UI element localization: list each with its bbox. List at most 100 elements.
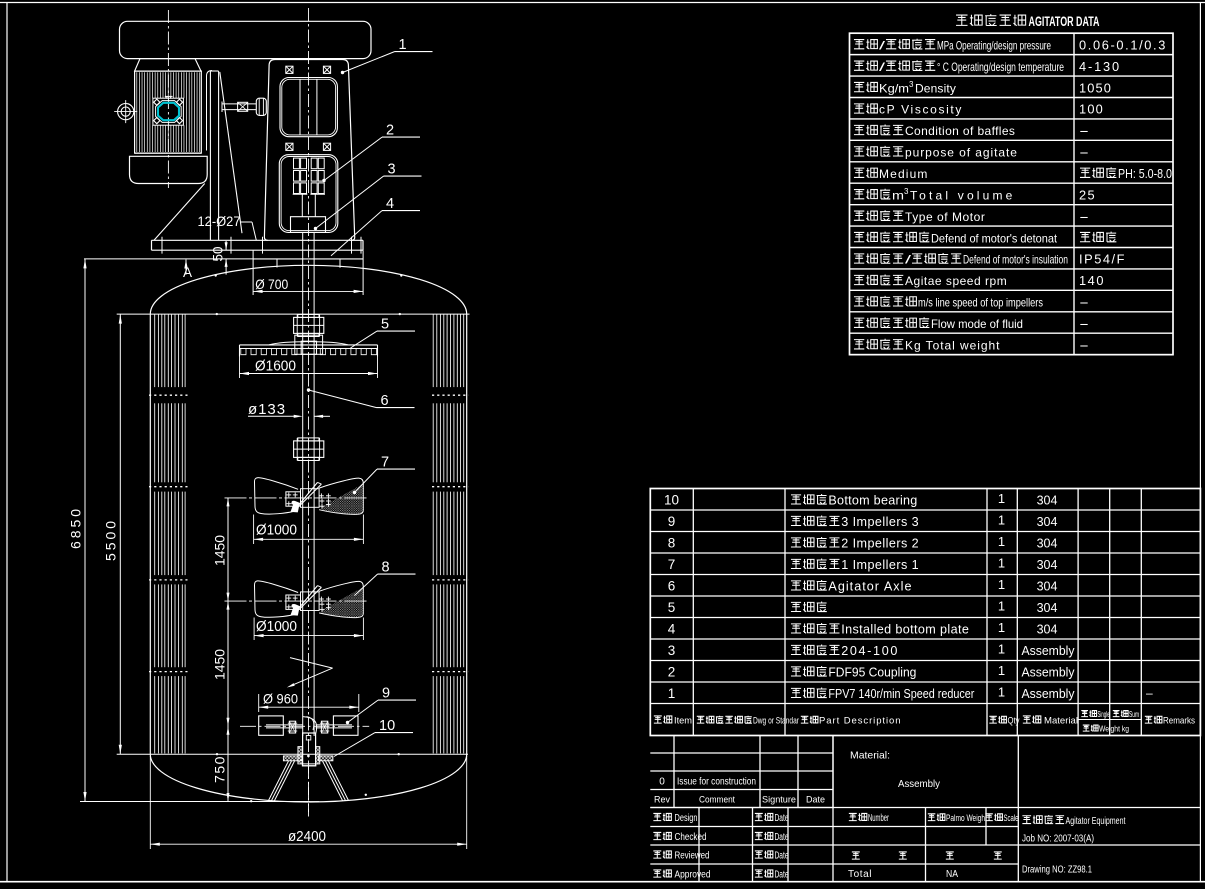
svg-text:Design: Design <box>675 813 698 824</box>
svg-text:3 Impellers 3: 3 Impellers 3 <box>841 515 919 529</box>
svg-text:Sum: Sum <box>1129 710 1139 719</box>
svg-text:1: 1 <box>998 663 1005 678</box>
svg-text:10: 10 <box>379 718 395 734</box>
svg-text:Single: Single <box>1098 710 1110 719</box>
svg-text:1 Impellers 1: 1 Impellers 1 <box>841 558 919 572</box>
svg-text:° C Operating/design temperat: ° C Operating/design temperature <box>937 60 1064 74</box>
svg-text:5500: 5500 <box>103 518 119 561</box>
svg-text:Palmo Weigh: Palmo Weigh <box>946 813 985 824</box>
svg-text:PH: 5.0-8.0: PH: 5.0-8.0 <box>1118 166 1172 181</box>
svg-text:Ø 700: Ø 700 <box>255 276 288 292</box>
svg-text:NA: NA <box>946 869 958 880</box>
svg-text:Assembly: Assembly <box>1022 666 1076 680</box>
svg-text:5: 5 <box>381 317 389 333</box>
svg-text:1: 1 <box>668 686 676 701</box>
svg-text:6: 6 <box>668 579 676 594</box>
svg-text:Type of Motor: Type of Motor <box>905 210 985 224</box>
svg-text:Number: Number <box>868 813 889 824</box>
svg-text:Item: Item <box>674 716 692 727</box>
svg-text:FPV7 140r/min Speed reducer: FPV7 140r/min Speed reducer <box>828 687 974 701</box>
svg-text:7: 7 <box>668 557 676 572</box>
svg-text:6: 6 <box>381 393 389 409</box>
svg-text:-: - <box>1079 295 1089 310</box>
svg-text:304: 304 <box>1037 537 1058 551</box>
svg-text:Agitae speed rpm: Agitae speed rpm <box>905 274 1007 288</box>
svg-text:1: 1 <box>399 37 407 53</box>
svg-text:Date: Date <box>775 832 789 843</box>
svg-text:Rev: Rev <box>654 795 670 806</box>
svg-text:1: 1 <box>998 513 1005 528</box>
svg-text:1: 1 <box>998 599 1005 614</box>
svg-text:750: 750 <box>212 755 228 783</box>
svg-text:304: 304 <box>1037 494 1058 508</box>
svg-text:8: 8 <box>668 536 676 551</box>
svg-text:1450: 1450 <box>212 535 228 566</box>
svg-text:9: 9 <box>382 686 390 702</box>
svg-text:Ø1000: Ø1000 <box>256 619 297 635</box>
svg-text:Signture: Signture <box>762 795 796 806</box>
svg-text:7: 7 <box>381 455 389 471</box>
svg-text:140: 140 <box>1079 273 1105 288</box>
svg-text:A: A <box>183 265 192 280</box>
svg-text:IP54/F: IP54/F <box>1079 252 1126 267</box>
svg-text:Medium: Medium <box>879 167 929 181</box>
svg-text:4: 4 <box>668 622 676 637</box>
svg-text:-: - <box>1079 123 1089 138</box>
svg-text:6850: 6850 <box>68 506 84 549</box>
svg-text:9: 9 <box>668 514 676 529</box>
svg-text:-: - <box>1079 316 1089 331</box>
svg-text:Kg Total weight: Kg Total weight <box>905 338 1000 352</box>
svg-text:1: 1 <box>998 685 1005 700</box>
svg-text:Agitator Equipment: Agitator Equipment <box>1066 815 1126 827</box>
svg-text:Flow mode of fluid: Flow mode of fluid <box>931 317 1023 331</box>
svg-text:304: 304 <box>1037 558 1058 572</box>
svg-text:purpose of agitate: purpose of agitate <box>905 146 1018 160</box>
svg-text:Ø1000: Ø1000 <box>256 523 297 539</box>
svg-text:Defend of motor's detonat: Defend of motor's detonat <box>931 231 1058 245</box>
svg-text:1: 1 <box>998 556 1005 571</box>
svg-text:Scale: Scale <box>1004 813 1019 824</box>
svg-text:/: / <box>879 38 886 52</box>
svg-text:1: 1 <box>998 491 1005 506</box>
svg-text:304: 304 <box>1037 515 1058 529</box>
svg-text:Bottom bearing: Bottom bearing <box>828 494 917 508</box>
svg-text:Condition of baffles: Condition of baffles <box>905 124 1015 138</box>
svg-text:304: 304 <box>1037 580 1058 594</box>
svg-text:204-100: 204-100 <box>841 644 899 658</box>
svg-text:1: 1 <box>998 642 1005 657</box>
svg-text:-: - <box>1079 209 1089 224</box>
svg-text:2: 2 <box>386 123 394 139</box>
svg-text:Drawing NO: ZZ98.1: Drawing NO: ZZ98.1 <box>1022 864 1092 876</box>
svg-text:Qty: Qty <box>1008 716 1020 727</box>
svg-text:-: - <box>1079 337 1089 352</box>
svg-text:2 Impellers 2: 2 Impellers 2 <box>841 537 919 551</box>
svg-text:5: 5 <box>668 600 676 615</box>
svg-text:25: 25 <box>1079 187 1096 202</box>
svg-text:50: 50 <box>211 247 226 262</box>
svg-text:3: 3 <box>909 80 914 89</box>
svg-text:Job NO: 2007-03(A): Job NO: 2007-03(A) <box>1022 833 1094 845</box>
svg-text:Part Description: Part Description <box>819 716 901 727</box>
svg-text:10: 10 <box>664 493 679 508</box>
svg-text:Date: Date <box>775 870 789 881</box>
svg-text:Material: Material <box>1044 716 1078 727</box>
svg-text:Date: Date <box>806 795 825 806</box>
svg-text:Ø 960: Ø 960 <box>263 691 298 707</box>
svg-text:Assembly: Assembly <box>898 778 941 790</box>
svg-text:Installed bottom plate: Installed bottom plate <box>841 623 969 637</box>
svg-text:3: 3 <box>904 187 909 196</box>
svg-text:/: / <box>879 60 886 74</box>
svg-text:cP Viscosity: cP Viscosity <box>879 103 963 117</box>
svg-text:Total: Total <box>848 869 872 880</box>
svg-text:Weight kg: Weight kg <box>1099 725 1129 734</box>
svg-text:Dwg or Standar: Dwg or Standar <box>753 716 799 727</box>
svg-text:0: 0 <box>659 777 665 788</box>
svg-text:Approved: Approved <box>675 870 711 881</box>
svg-text:8: 8 <box>382 560 390 576</box>
svg-text:MPa Operating/design pressure: MPa Operating/design pressure <box>937 38 1051 52</box>
svg-text:m: m <box>892 188 904 202</box>
svg-text:3: 3 <box>668 643 676 658</box>
svg-text:Agitator Axle: Agitator Axle <box>828 580 912 594</box>
svg-text:1: 1 <box>998 534 1005 549</box>
svg-text:Kg/m: Kg/m <box>879 81 909 95</box>
